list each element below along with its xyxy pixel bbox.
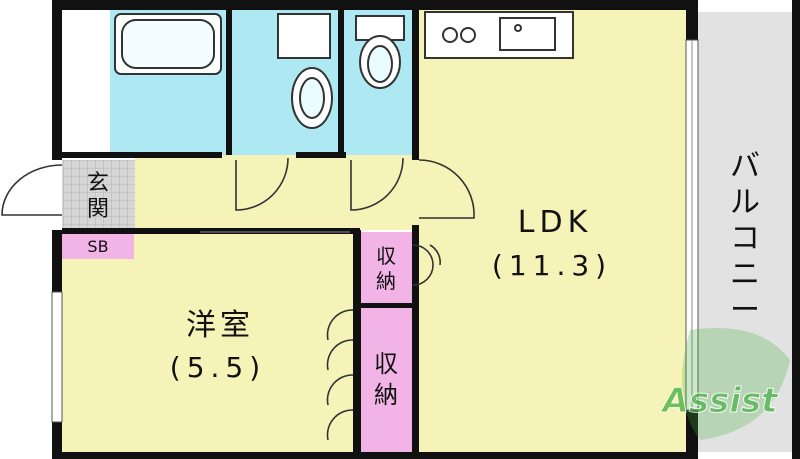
windows: [51, 39, 699, 423]
western-room-label: 洋室 (5.5): [170, 308, 266, 384]
bathtub: [114, 13, 222, 75]
ldk-floor: [418, 10, 690, 452]
ldk-label: LDK (11.3): [492, 205, 612, 282]
ldk-name: LDK: [518, 205, 593, 240]
storage-small-char-2: 納: [376, 269, 396, 293]
kitchen-counter: [424, 11, 574, 59]
balcony-char-2: ル: [730, 185, 760, 220]
storage-small-label: 収 納: [376, 244, 396, 293]
assist-watermark: Assist: [659, 328, 790, 440]
balcony-char-5: ー: [730, 293, 760, 328]
balcony-char-3: コ: [730, 221, 760, 256]
storage-small-char-1: 収: [376, 244, 396, 268]
balcony-char-1: バ: [730, 149, 760, 184]
balcony-floor: [697, 12, 793, 452]
entrance-char-2: 関: [87, 197, 109, 222]
watermark-text: Assist: [660, 381, 780, 421]
balcony-label: バ ル コ ニ ー: [730, 149, 760, 328]
storage-small-fill: [360, 232, 413, 304]
western-room-floor: [60, 233, 360, 452]
shoe-box-fill: [62, 232, 134, 259]
western-room-name: 洋室: [186, 308, 254, 343]
entrance-label: 玄 関: [87, 171, 109, 222]
entrance-char-1: 玄: [87, 171, 109, 196]
doors: [1, 157, 475, 441]
entrance-floor: [62, 160, 135, 230]
wash-basin: [277, 13, 333, 129]
balcony-char-4: ニ: [730, 257, 760, 292]
ldk-size: (11.3): [492, 249, 612, 282]
toilet: [355, 15, 405, 89]
western-room-size: (5.5): [170, 351, 266, 384]
shoe-box-label: SB: [87, 237, 108, 256]
storage-large-fill: [360, 307, 413, 452]
storage-large-char-1: 収: [374, 350, 398, 378]
storage-large-char-2: 納: [374, 381, 398, 409]
storage-large-label: 収 納: [374, 350, 398, 409]
hallway-floor: [135, 155, 418, 230]
